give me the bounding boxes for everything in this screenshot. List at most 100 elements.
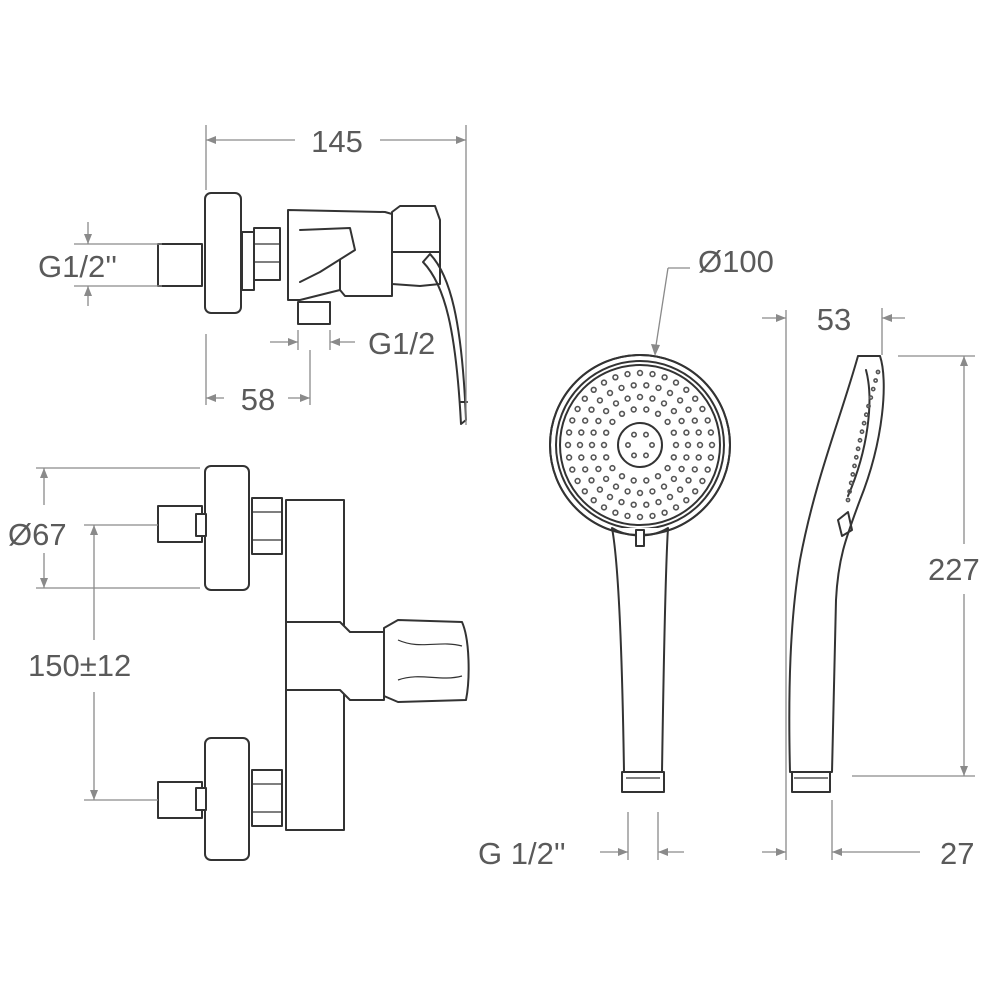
nozzle [643, 382, 650, 389]
lever-handle [422, 253, 467, 425]
nozzle [670, 475, 678, 483]
center-spray-ring [617, 422, 663, 468]
nozzle [606, 493, 614, 501]
nozzle [618, 498, 625, 506]
lever-front [383, 619, 470, 703]
lower-hex-nut [251, 769, 283, 827]
mixer-body-side [287, 209, 393, 301]
nozzle [600, 379, 608, 386]
nozzle [683, 454, 690, 461]
nozzle [630, 406, 637, 413]
handle-connector-front [621, 771, 665, 793]
nozzle [670, 407, 678, 415]
nozzle [581, 417, 589, 424]
nozzle [606, 389, 614, 397]
nozzle [618, 384, 625, 392]
escutcheon-side [204, 192, 242, 314]
inlet-pipe [157, 243, 203, 287]
shower-length-label: 227 [928, 552, 980, 587]
nozzle [654, 410, 662, 417]
nozzle [600, 504, 608, 511]
nozzle [602, 454, 610, 461]
nozzle [590, 386, 597, 393]
nozzle [590, 497, 597, 504]
head-diameter-label: Ø100 [698, 244, 774, 279]
nozzle [678, 417, 685, 425]
side-nozzle [861, 420, 867, 426]
nozzle [664, 418, 671, 426]
nozzle [618, 473, 626, 480]
inlet-spacing-label: 150±12 [28, 648, 131, 683]
nozzle [707, 454, 715, 461]
nozzle [600, 441, 608, 449]
nozzle [612, 509, 619, 516]
nozzle [691, 395, 699, 402]
lower-pipe-collar [195, 787, 207, 811]
nozzle [684, 441, 692, 449]
mixer-side-view [157, 192, 468, 425]
center-nozzle [642, 452, 649, 459]
nozzle [685, 406, 692, 413]
outlet-thread-label: G1/2 [368, 326, 435, 361]
dimension-145: 145 [205, 124, 467, 425]
side-nozzle [870, 386, 876, 392]
side-nozzle [852, 463, 857, 469]
nozzle [602, 407, 610, 415]
center-nozzle [642, 431, 649, 438]
nozzle [590, 429, 597, 436]
nozzle [612, 400, 620, 407]
nozzle [683, 386, 690, 393]
side-nozzle [850, 471, 856, 477]
spray-nozzles [564, 369, 716, 521]
nozzle [666, 493, 674, 501]
nozzle [609, 418, 616, 426]
nozzle [630, 501, 637, 508]
nozzle [672, 441, 680, 449]
nozzle [655, 498, 662, 506]
nozzle [707, 429, 715, 436]
nozzle [654, 473, 662, 480]
nozzle [649, 370, 656, 378]
side-nozzle [875, 369, 881, 375]
nozzle [676, 486, 684, 493]
side-nozzle [848, 480, 854, 486]
center-nozzle [630, 431, 637, 438]
nozzle [578, 429, 585, 436]
nozzle [696, 441, 704, 449]
nozzle [704, 466, 711, 473]
outlet-offset-label: 58 [241, 382, 275, 417]
nozzle [636, 393, 644, 401]
side-nozzle [866, 403, 871, 409]
nozzle [596, 397, 604, 404]
nozzle [636, 489, 644, 497]
cartridge-block [285, 621, 385, 701]
head-depth-label: 53 [817, 302, 851, 337]
shower-handle-front [611, 527, 669, 773]
hex-nut [253, 227, 281, 281]
nozzle [624, 488, 631, 495]
nozzle [691, 488, 699, 495]
nozzle [624, 370, 631, 378]
nozzle [595, 417, 602, 425]
escutcheon-diameter-label: Ø67 [8, 517, 67, 552]
nozzle [602, 475, 610, 483]
side-nozzle [873, 378, 879, 383]
side-nozzle [859, 429, 865, 435]
nozzle [581, 466, 589, 473]
nozzle [636, 513, 644, 521]
nozzle [581, 488, 588, 495]
side-nozzles [845, 369, 881, 503]
nozzle [602, 429, 610, 436]
hand-shower-front [549, 354, 731, 793]
nozzle [695, 454, 702, 461]
dimension-inlet-thread: G1/2'' [38, 222, 162, 306]
nozzle [666, 389, 674, 397]
dimension-o67: Ø67 [8, 467, 200, 589]
nozzle [670, 429, 677, 436]
nozzle [636, 369, 644, 377]
nozzle [569, 466, 576, 473]
nozzle [704, 417, 711, 424]
nozzle [643, 406, 650, 413]
eccentric-connector [241, 231, 255, 291]
upper-pipe-collar [195, 513, 207, 537]
